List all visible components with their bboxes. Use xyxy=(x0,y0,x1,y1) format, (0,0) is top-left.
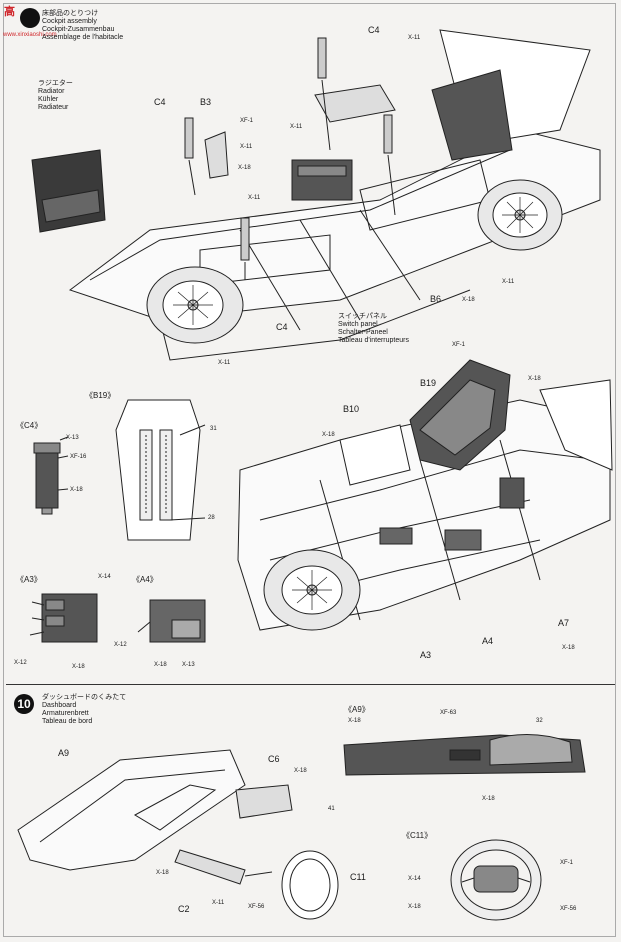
section-divider xyxy=(6,684,615,685)
step9-title-en: Cockpit assembly xyxy=(42,18,97,25)
detail-a9-paint: X-18 xyxy=(482,796,495,802)
detail-a4-paint: X-13 xyxy=(182,662,195,668)
detail-a4-title: 《A4》 xyxy=(132,575,158,584)
switch-panel-label-de: Schalter-Paneel xyxy=(338,329,388,336)
part-label-b3: B3 xyxy=(200,97,212,107)
detail-a4-paint: X-12 xyxy=(114,642,127,648)
part-label-a9: A9 xyxy=(58,748,70,758)
part-label-c2: C2 xyxy=(178,904,190,914)
detail-c11-paint: XF-1 xyxy=(560,860,574,866)
part-label-c6: C6 xyxy=(268,754,280,764)
paint-callout: X-18 xyxy=(294,768,307,774)
part-label-c11: C11 xyxy=(350,872,366,882)
switch-panel-label-fr: Tableau d'interrupteurs xyxy=(338,337,409,344)
step9-title-jp: 床部品のとりつけ xyxy=(42,9,99,17)
radiator-label-en: Radiator xyxy=(38,88,65,95)
detail-a3-paint: X-14 xyxy=(98,574,111,580)
step-10-badge: 10 xyxy=(14,694,34,714)
paint-callout: X-18 xyxy=(156,870,169,876)
part-label-a3: A3 xyxy=(420,650,432,660)
page-frame xyxy=(3,3,616,937)
detail-c11-paint: XF-56 xyxy=(560,906,577,912)
step10-title-de: Armaturenbrett xyxy=(42,710,89,717)
part-label-b10: B10 xyxy=(343,404,360,414)
paint-callout: XF-63 xyxy=(560,72,577,78)
paint-callout: X-11 xyxy=(408,35,421,41)
radiator-label-de: Kühler xyxy=(38,96,59,103)
part-label-c4-top: C4 xyxy=(368,25,380,35)
detail-a9-paint: X-18 xyxy=(348,718,361,724)
step9-title-fr: Assemblage de l'habitacle xyxy=(42,34,124,41)
detail-c11-paint: X-18 xyxy=(408,904,421,910)
detail-b19-title: 《B19》 xyxy=(85,391,116,400)
switch-panel-label-jp: スイッチパネル xyxy=(338,312,387,320)
detail-c4-paint: X-18 xyxy=(70,487,83,493)
detail-a9-title: 《A9》 xyxy=(344,705,370,714)
part-label-a4: A4 xyxy=(482,636,494,646)
detail-b19-ref: 28 xyxy=(208,515,215,521)
part-label-c4-bottom: C4 xyxy=(276,322,288,332)
detail-c4-title: 《C4》 xyxy=(16,421,43,430)
ref-callout: 41 xyxy=(328,806,335,812)
part-label-b19: B19 xyxy=(420,378,437,388)
detail-c4-paint: XF-16 xyxy=(70,454,87,460)
watermark-logo: 高 xyxy=(4,6,15,18)
radiator-label-fr: Radiateur xyxy=(38,104,69,111)
paint-callout: X-11 xyxy=(502,279,515,285)
paint-callout: X-18 xyxy=(528,376,541,382)
detail-b19-ref: 31 xyxy=(210,426,217,432)
detail-c11-paint: X-14 xyxy=(408,876,421,882)
switch-panel-label-en: Switch panel xyxy=(338,321,378,328)
paint-callout: X-18 xyxy=(562,645,575,651)
detail-c4-paint: X-13 xyxy=(66,435,79,441)
paint-callout: X-18 xyxy=(322,432,335,438)
paint-callout: XF-1 xyxy=(240,118,254,124)
step9-title-de: Cockpit-Zusammenbau xyxy=(42,26,115,33)
detail-a3-title: 《A3》 xyxy=(16,575,42,584)
part-label-a7: A7 xyxy=(558,618,570,628)
detail-a3-paint: X-18 xyxy=(72,664,85,670)
paint-callout: X-11 xyxy=(218,360,231,366)
paint-callout: X-11 xyxy=(240,144,253,150)
part-label-c4-left: C4 xyxy=(154,97,166,107)
step10-title-en: Dashboard xyxy=(42,702,77,709)
detail-a9-paint: XF-63 xyxy=(440,710,457,716)
paint-callout: X-18 xyxy=(462,297,475,303)
paint-callout: X-11 xyxy=(248,195,261,201)
step10-title-fr: Tableau de bord xyxy=(42,718,93,725)
part-label-a28: A28 xyxy=(555,46,572,56)
paint-callout: X-11 xyxy=(290,124,303,130)
detail-a3-paint: X-12 xyxy=(14,660,27,666)
paint-callout: XF-1 xyxy=(452,342,466,348)
part-label-b6: B6 xyxy=(430,294,442,304)
radiator-label-jp: ラジエター xyxy=(38,79,73,87)
paint-callout: XF-56 xyxy=(248,904,265,910)
step10-title-jp: ダッシュボードのくみたて xyxy=(42,693,127,701)
detail-c11-title: 《C11》 xyxy=(402,831,433,840)
paint-callout: X-11 xyxy=(212,900,225,906)
watermark-url: www.xinxiaoshi.com xyxy=(3,32,57,38)
ref-callout: 32 xyxy=(536,718,543,724)
detail-a4-paint: X-18 xyxy=(154,662,167,668)
step-9-badge xyxy=(20,8,40,28)
paint-callout: X-18 xyxy=(238,165,251,171)
